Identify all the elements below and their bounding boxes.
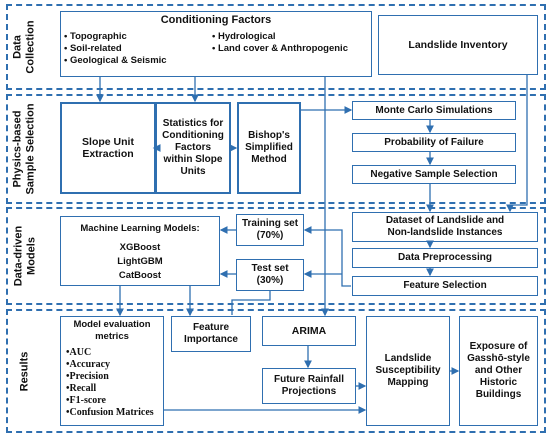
bishop-box: Bishop's Simplified Method [237,102,301,194]
list-item: •Recall [66,383,97,394]
section-data-collection: Data Collection [6,4,546,90]
training-set-box: Training set (70%) [236,214,304,246]
conditioning-right-list: • Hydrological • Land cover & Anthropoge… [212,31,348,55]
ml-model-item: LightGBM [117,256,163,267]
list-item: • Land cover & Anthropogenic [212,43,348,54]
conditioning-left-list: • Topographic • Soil-related • Geologica… [64,31,167,67]
list-item: •Precision [66,371,109,382]
landslide-inventory-box: Landslide Inventory [378,15,538,75]
ml-models-box [60,216,220,286]
monte-carlo-box: Monte Carlo Simulations [352,101,516,120]
susceptibility-box: Landslide Susceptibility Mapping [366,316,450,426]
list-item: •AUC [66,347,92,358]
evaluation-box [60,316,164,426]
list-item: • Hydrological [212,31,276,42]
slope-unit-box: Slope Unit Extraction [60,102,156,194]
evaluation-list: •AUC •Accuracy •Precision •Recall •F1-sc… [66,347,154,419]
list-item: •F1-score [66,395,106,406]
test-set-box: Test set (30%) [236,259,304,291]
arima-box: ARIMA [262,316,356,346]
section-data-driven: Data-driven Models [6,207,546,305]
feature-importance-box: Feature Importance [171,316,251,352]
probability-box: Probability of Failure [352,133,516,152]
arrow [303,226,351,287]
list-item: • Soil-related [64,43,122,54]
section-results: Results [6,309,546,433]
arrow [506,75,528,213]
ml-model-item: XGBoost [119,242,161,253]
conditioning-factors-title: Conditioning Factors [160,14,272,26]
future-rainfall-box: Future Rainfall Projections [262,368,356,404]
evaluation-title: Model evaluation metrics [73,319,151,342]
ml-models-title: Machine Learning Models: [80,223,200,234]
dataset-box: Dataset of Landslide and Non-landslide I… [352,212,538,242]
feature-selection-box: Feature Selection [352,276,538,296]
negative-sample-box: Negative Sample Selection [352,165,516,184]
exposure-box: Exposure of Gasshō-style and Other Histo… [459,316,538,426]
section-physics: Physics-based Sample Selection [6,94,546,204]
list-item: •Accuracy [66,359,111,370]
list-item: •Confusion Matrices [66,407,154,418]
conditioning-factors-box [60,11,372,77]
list-item: • Topographic [64,31,127,42]
ml-model-item: CatBoost [118,270,162,281]
arrow [231,291,271,315]
preprocessing-box: Data Preprocessing [352,248,538,268]
list-item: • Geological & Seismic [64,55,167,66]
